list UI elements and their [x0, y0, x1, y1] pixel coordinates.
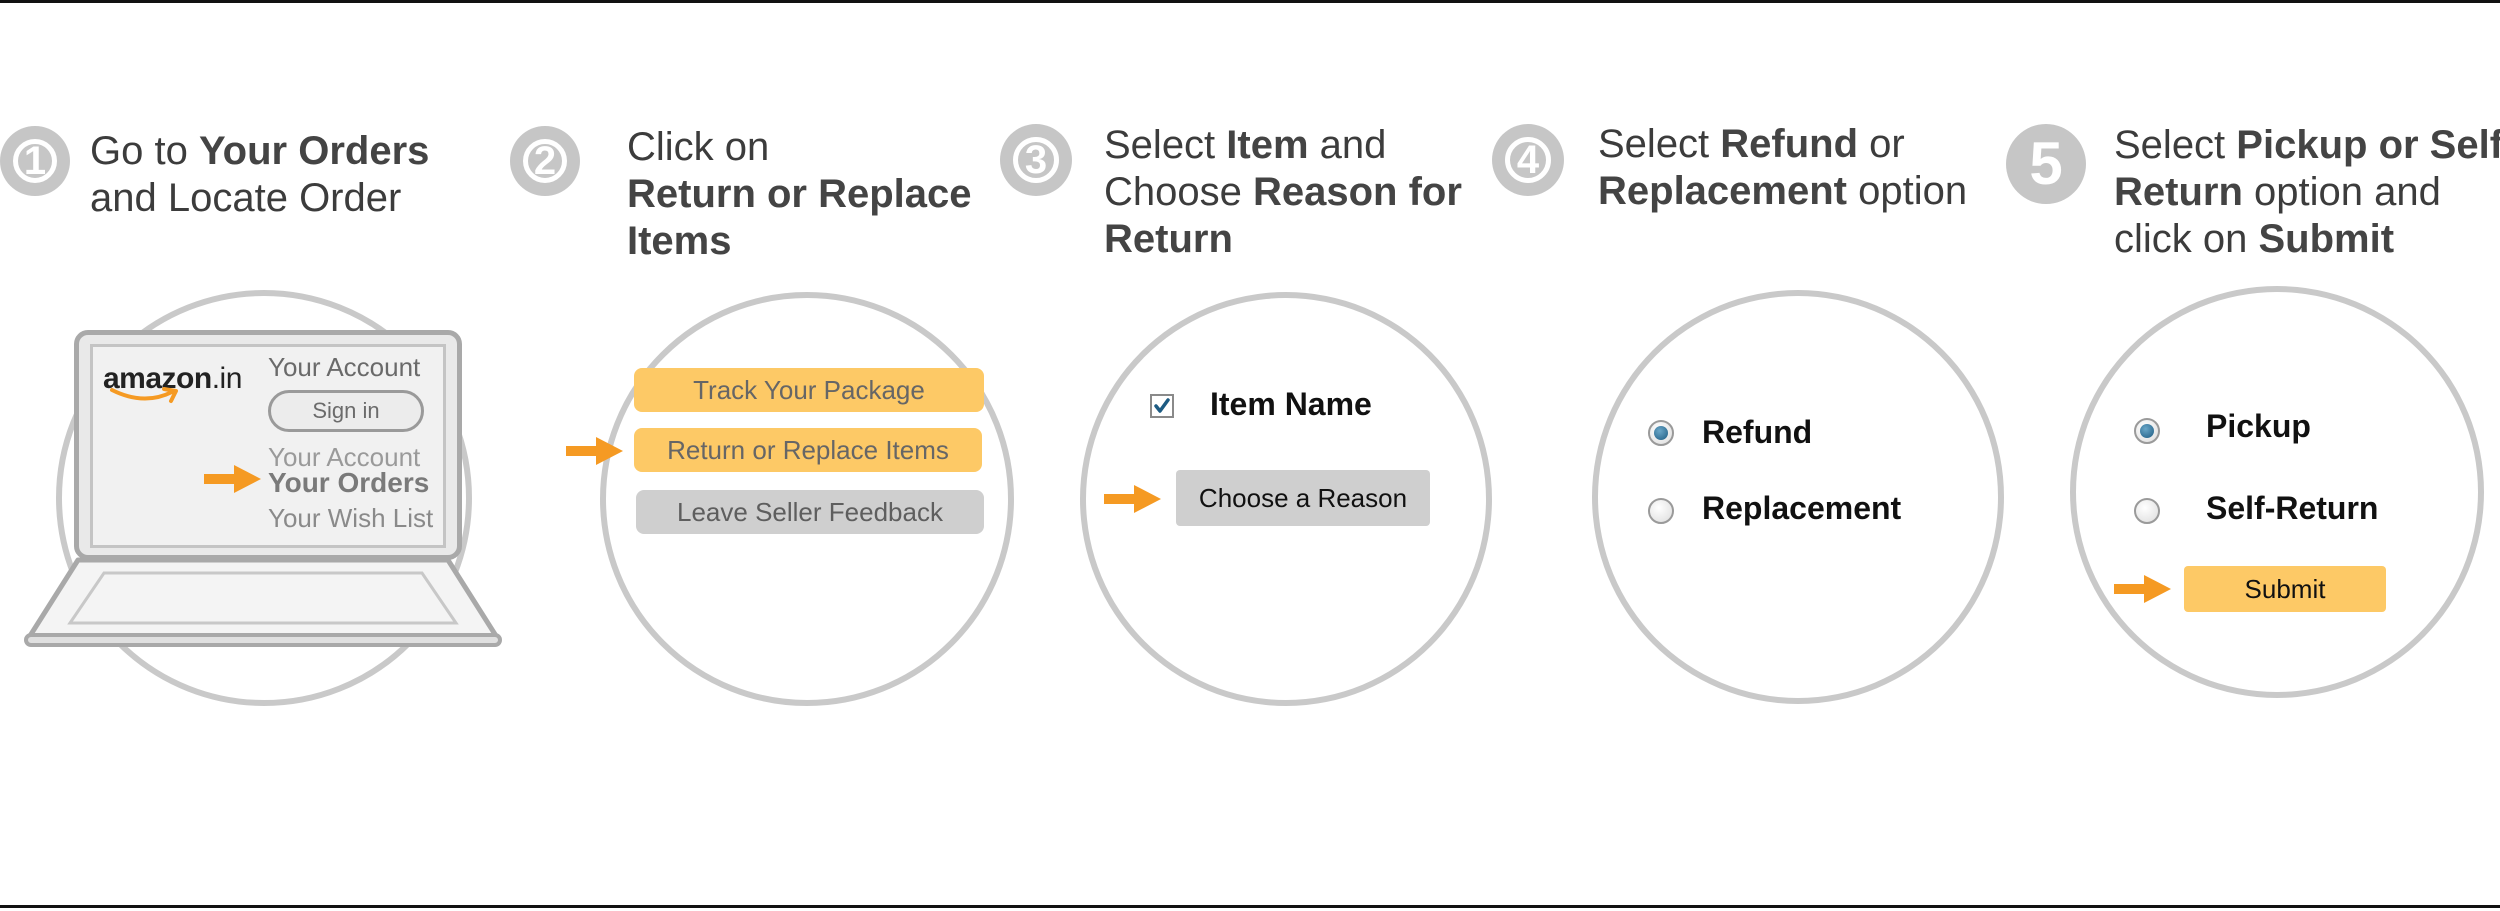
arrow-icon [1104, 485, 1161, 513]
top-border [0, 0, 2500, 3]
arrow-icon [566, 437, 623, 465]
step-5-heading: Select Pickup or Self Return option and … [2114, 123, 2500, 261]
your-orders-link[interactable]: Your Orders [268, 467, 430, 498]
step-4-number-badge: 4 [1492, 124, 1564, 196]
step-1-number-badge: 1 [0, 126, 70, 196]
choose-reason-dropdown[interactable]: Choose a Reason [1176, 470, 1430, 526]
step-3-circle [1080, 292, 1492, 706]
amazon-logo: amazon.in [103, 362, 242, 395]
pickup-radio[interactable] [2134, 418, 2160, 444]
step-5-number-badge: 5 [2006, 124, 2086, 204]
step-3-heading: Select Item and Choose Reason for Return [1104, 123, 1462, 261]
step-2-heading: Click on Return or Replace Items [627, 125, 972, 263]
item-name-label: Item Name [1210, 386, 1372, 422]
step-1-heading: Go to Your Orders and Locate Order [90, 129, 430, 220]
checkmark-icon [1154, 398, 1170, 413]
self-return-radio[interactable] [2134, 498, 2160, 524]
pickup-label: Pickup [2206, 408, 2311, 444]
laptop-screen [90, 344, 446, 548]
your-account-label: Your Account [268, 352, 421, 382]
step-2-circle [600, 292, 1014, 706]
your-wish-list-link[interactable]: Your Wish List [268, 503, 434, 533]
step-5-circle [2070, 286, 2484, 698]
your-account-link[interactable]: Your Account [268, 442, 421, 472]
refund-label: Refund [1702, 414, 1813, 450]
item-checkbox[interactable] [1150, 394, 1174, 418]
arrow-icon [2114, 575, 2171, 603]
leave-feedback-button[interactable]: Leave Seller Feedback [636, 490, 984, 534]
step-1-circle [56, 290, 472, 706]
step-4-heading: Select Refund or Replacement option [1598, 122, 1968, 213]
submit-button[interactable]: Submit [2184, 566, 2386, 612]
step-2-number-badge: 2 [510, 126, 580, 196]
arrow-icon [204, 465, 261, 493]
replacement-radio[interactable] [1648, 498, 1674, 524]
return-replace-button[interactable]: Return or Replace Items [634, 428, 982, 472]
laptop-base [24, 557, 502, 647]
self-return-label: Self-Return [2206, 490, 2379, 526]
track-package-button[interactable]: Track Your Package [634, 368, 984, 412]
replacement-label: Replacement [1702, 490, 1902, 526]
sign-in-button[interactable]: Sign in [268, 390, 424, 432]
step-4-circle [1592, 290, 2004, 704]
refund-radio[interactable] [1648, 420, 1674, 446]
bottom-border [0, 905, 2500, 908]
amazon-smile-icon [110, 387, 178, 403]
step-3-number-badge: 3 [1000, 124, 1072, 196]
